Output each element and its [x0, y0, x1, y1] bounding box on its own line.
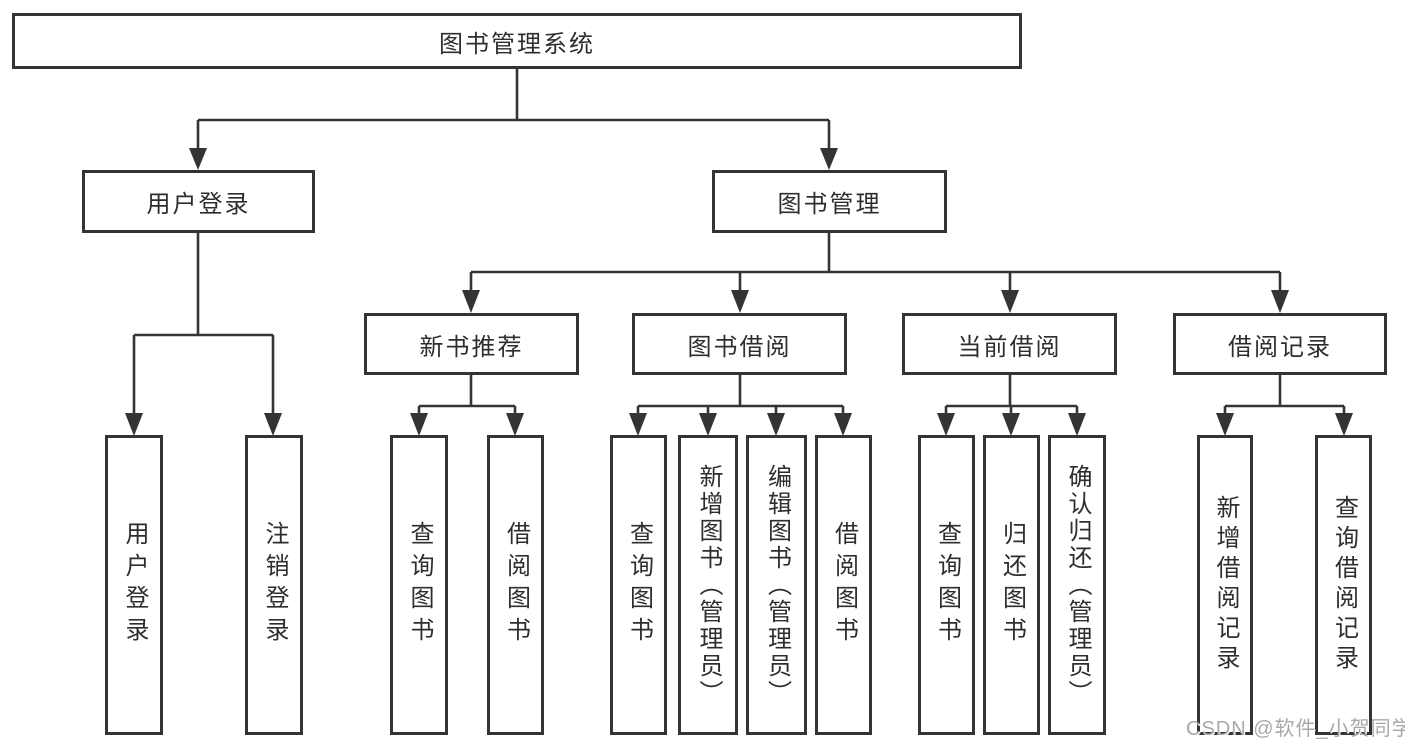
node-label: 图书管理 — [777, 191, 882, 218]
connector-book-borrow-children — [629, 375, 852, 436]
arrowhead-icon — [1068, 413, 1086, 436]
connector-user-login-children — [125, 233, 282, 436]
arrowhead-icon — [1001, 290, 1019, 313]
node-label: 查询借阅记录 — [1330, 495, 1358, 675]
node-current-borrow: 当前借阅 — [902, 313, 1117, 375]
node-label: 用户登录 — [146, 191, 251, 218]
node-label: 新书推荐 — [419, 333, 524, 361]
arrowhead-icon — [820, 148, 838, 170]
connector-path — [944, 375, 1079, 415]
node-book-mgmt: 图书管理 — [712, 170, 947, 233]
node-label: 新增借阅记录 — [1212, 495, 1239, 675]
arrowhead-icon — [264, 413, 282, 436]
node-new-book-rec: 新书推荐 — [364, 313, 579, 375]
leaf-add-book-admin: 新增图书（管理员） — [678, 435, 738, 735]
arrowhead-icon — [125, 413, 143, 436]
node-label: 查询图书 — [406, 521, 433, 649]
node-label: 查询图书 — [625, 521, 653, 649]
node-label: 当前借阅 — [957, 333, 1062, 361]
node-library-system: 图书管理系统 — [12, 13, 1022, 69]
node-borrow-records: 借阅记录 — [1173, 313, 1387, 375]
arrowhead-icon — [767, 413, 785, 436]
connector-new-book-rec-children — [410, 375, 524, 436]
node-label: 借阅记录 — [1228, 333, 1332, 361]
leaf-logout: 注销登录 — [245, 435, 303, 735]
connector-path — [417, 375, 517, 415]
node-user-login: 用户登录 — [82, 170, 315, 233]
node-book-borrow: 图书借阅 — [632, 313, 847, 375]
arrowhead-icon — [731, 290, 749, 313]
connector-book-mgmt-children — [462, 233, 1289, 313]
node-label: 确认归还（管理员） — [1064, 463, 1091, 707]
leaf-query-book-rec: 查询图书 — [390, 435, 448, 735]
leaf-query-book-current: 查询图书 — [918, 435, 975, 735]
node-label: 编辑图书（管理员） — [763, 463, 791, 707]
leaf-borrow-book-rec: 借阅图书 — [487, 435, 544, 735]
connector-path — [196, 69, 831, 150]
node-label: 查询图书 — [933, 521, 961, 649]
node-label: 归还图书 — [998, 521, 1026, 649]
arrowhead-icon — [1335, 413, 1353, 436]
arrowhead-icon — [699, 413, 717, 436]
leaf-query-borrow-record: 查询借阅记录 — [1315, 435, 1372, 735]
leaf-add-borrow-record: 新增借阅记录 — [1197, 435, 1253, 735]
arrowhead-icon — [1271, 290, 1289, 313]
node-label: 借阅图书 — [830, 521, 858, 649]
leaf-query-book-borrow: 查询图书 — [610, 435, 667, 735]
node-label: 借阅图书 — [502, 521, 530, 649]
arrowhead-icon — [1216, 413, 1234, 436]
connector-path — [1223, 375, 1346, 415]
arrowhead-icon — [410, 413, 428, 436]
connector-root-to-level2 — [189, 69, 838, 170]
leaf-user-login: 用户登录 — [105, 435, 163, 735]
arrowhead-icon — [189, 148, 207, 170]
leaf-edit-book-admin: 编辑图书（管理员） — [746, 435, 807, 735]
connector-path — [469, 233, 1282, 292]
connector-path — [636, 375, 845, 415]
node-label: 用户登录 — [121, 521, 148, 649]
connector-path — [132, 233, 275, 414]
node-label: 注销登录 — [261, 521, 288, 649]
arrowhead-icon — [1002, 413, 1020, 436]
arrowhead-icon — [937, 413, 955, 436]
arrowhead-icon — [834, 413, 852, 436]
leaf-return-book: 归还图书 — [983, 435, 1040, 735]
arrowhead-icon — [462, 290, 480, 313]
leaf-borrow-book: 借阅图书 — [815, 435, 872, 735]
node-label: 图书管理系统 — [439, 30, 595, 58]
connector-current-borrow-children — [937, 375, 1086, 436]
node-label: 图书借阅 — [687, 333, 792, 361]
arrowhead-icon — [506, 413, 524, 436]
arrowhead-icon — [629, 413, 647, 436]
node-label: 新增图书（管理员） — [695, 463, 722, 707]
leaf-confirm-return-admin: 确认归还（管理员） — [1048, 435, 1106, 735]
connector-borrow-records-children — [1216, 375, 1353, 436]
csdn-watermark: CSDN @软件_小贺同学 — [1186, 718, 1405, 740]
